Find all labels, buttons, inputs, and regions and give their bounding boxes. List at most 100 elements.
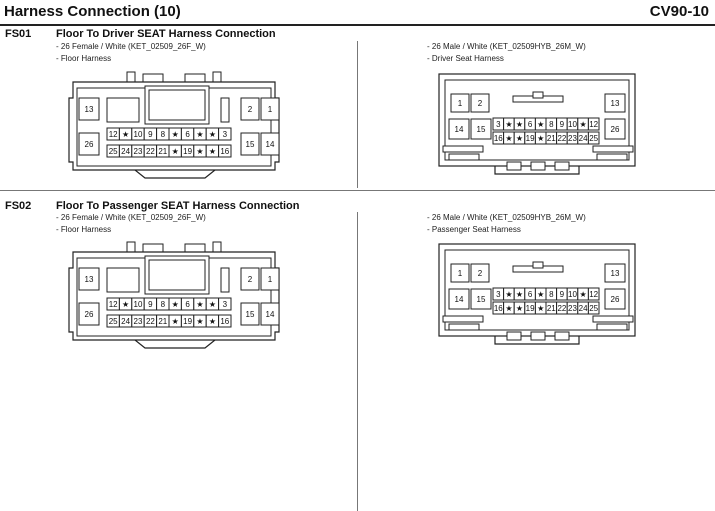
pin-label: 23 <box>134 147 143 156</box>
pin-cell <box>604 118 626 140</box>
female-spec: - 26 Female / White (KET_02509_26F_W) <box>56 42 206 51</box>
pin-cell <box>470 288 492 310</box>
pin-label: 12 <box>589 290 598 299</box>
key-slot <box>506 161 522 171</box>
pin-label: 25 <box>589 304 598 313</box>
pin-label: 13 <box>85 105 94 114</box>
pin-cell <box>260 132 280 156</box>
connector-bottom-key <box>134 339 216 349</box>
pin-label: 15 <box>477 295 486 304</box>
latch <box>448 323 480 331</box>
pin-label: 9 <box>148 130 153 139</box>
pin-label: 8 <box>161 130 166 139</box>
pin-label: 3 <box>223 300 228 309</box>
pin-label: 16 <box>494 134 503 143</box>
pin-label: 3 <box>496 120 501 129</box>
key-slot <box>530 331 546 341</box>
pin-cell <box>470 263 490 283</box>
pin-label: 15 <box>477 125 486 134</box>
key-slot <box>554 161 570 171</box>
pin-label: ★ <box>505 120 512 129</box>
pin-cell <box>78 97 100 121</box>
pin-label: 13 <box>611 269 620 278</box>
pin-cell <box>240 302 260 326</box>
center-window-inner <box>148 89 206 121</box>
pin-label: 9 <box>148 300 153 309</box>
pin-cell <box>587 117 600 131</box>
column-divider <box>357 41 358 188</box>
pin-label: 16 <box>220 317 229 326</box>
pin-label: ★ <box>172 147 179 156</box>
pin-cell <box>587 287 600 301</box>
page-title: Harness Connection (10) <box>4 3 181 20</box>
connector-bottom-key <box>134 169 216 179</box>
pin-label: ★ <box>516 120 523 129</box>
pin-label: ★ <box>505 304 512 313</box>
pin-label: 1 <box>268 105 273 114</box>
pin-label: 9 <box>560 290 565 299</box>
pin-label: ★ <box>196 130 203 139</box>
pin-label: 25 <box>109 147 118 156</box>
pin-label: ★ <box>172 130 179 139</box>
pin-cell <box>218 297 232 311</box>
pin-label: 10 <box>568 290 577 299</box>
pin-cell <box>218 127 232 141</box>
pin-cell <box>587 301 600 315</box>
connector-inner-frame <box>444 249 630 331</box>
section-divider <box>0 190 715 191</box>
section-id: FS01 <box>5 28 32 40</box>
male-harness: - Driver Seat Harness <box>427 54 504 63</box>
pin-cell <box>240 267 260 291</box>
male-spec: - 26 Male / White (KET_02509HYB_26M_W) <box>427 42 586 51</box>
pin-label: ★ <box>516 290 523 299</box>
pin-label: 16 <box>494 304 503 313</box>
pin-label: 2 <box>248 105 253 114</box>
key-slot <box>530 161 546 171</box>
pin-cell <box>240 97 260 121</box>
section-id: FS02 <box>5 200 32 212</box>
pin-cell <box>448 118 470 140</box>
pin-label: ★ <box>580 290 587 299</box>
latch <box>592 315 634 323</box>
pin-cell <box>587 131 600 145</box>
pin-label: 23 <box>568 304 577 313</box>
pin-label: 2 <box>478 99 483 108</box>
pin-label: 24 <box>579 304 588 313</box>
latch <box>596 323 628 331</box>
pin-label: 24 <box>579 134 588 143</box>
pin-label: ★ <box>580 120 587 129</box>
pin-label: 6 <box>528 120 533 129</box>
pin-cell <box>218 314 232 328</box>
pin-label: 1 <box>268 275 273 284</box>
section-title: Floor To Passenger SEAT Harness Connecti… <box>56 200 300 212</box>
connector-bottom-key <box>494 166 580 175</box>
pin-label: ★ <box>122 300 129 309</box>
pin-label: ★ <box>122 130 129 139</box>
latch <box>442 315 484 323</box>
pin-label: ★ <box>209 300 216 309</box>
pin-label: 12 <box>109 130 118 139</box>
pin-label: 23 <box>568 134 577 143</box>
pin-label: 22 <box>146 147 155 156</box>
pin-label: 9 <box>560 120 565 129</box>
pin-label: ★ <box>209 130 216 139</box>
pin-label: 6 <box>185 130 190 139</box>
pin-label: 8 <box>161 300 166 309</box>
pin-cell <box>470 93 490 113</box>
pin-label: ★ <box>516 304 523 313</box>
pin-label: 25 <box>589 134 598 143</box>
pin-label: 26 <box>85 310 94 319</box>
center-rail-tab <box>532 91 544 99</box>
latch <box>592 145 634 153</box>
pin-label: ★ <box>537 134 544 143</box>
center-rail-tab <box>532 261 544 269</box>
pin-label: ★ <box>196 147 203 156</box>
center-window <box>144 255 210 295</box>
pin-label: 19 <box>526 304 535 313</box>
pin-label: 1 <box>458 269 463 278</box>
pin-label: 6 <box>185 300 190 309</box>
